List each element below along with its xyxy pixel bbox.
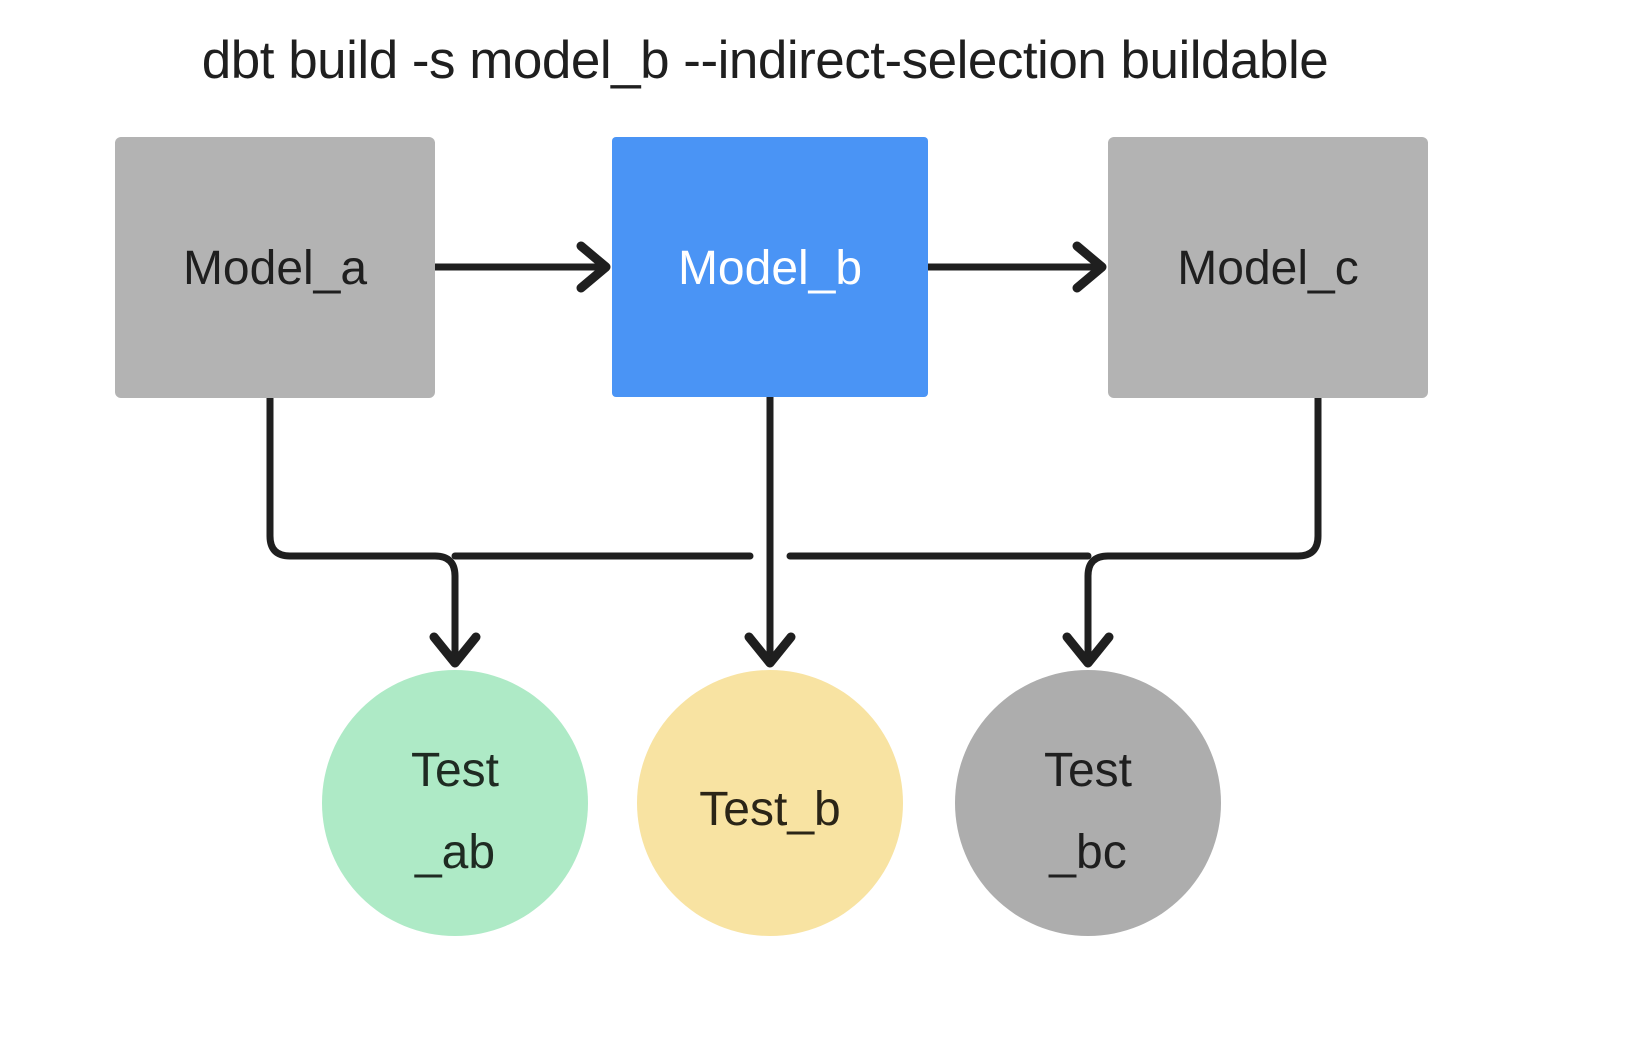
arrowhead-icon bbox=[1062, 632, 1114, 668]
edge-model-b-to-test-b bbox=[744, 393, 796, 668]
test-b-circle[interactable] bbox=[637, 670, 903, 936]
model-b-box[interactable] bbox=[612, 137, 928, 397]
node-model-b[interactable]: Model_b bbox=[612, 137, 928, 397]
test-ab-label-line1: Test bbox=[411, 744, 499, 797]
edge-model-b-to-model-c bbox=[924, 241, 1107, 293]
arrowhead-icon bbox=[744, 632, 796, 668]
model-a-label: Model_a bbox=[183, 242, 367, 295]
model-b-label: Model_b bbox=[678, 242, 862, 295]
test-ab-circle[interactable] bbox=[322, 670, 588, 936]
test-bc-circle[interactable] bbox=[955, 670, 1221, 936]
edge-model-c-to-test-bc bbox=[1062, 394, 1322, 668]
node-model-c[interactable]: Model_c bbox=[1108, 137, 1428, 398]
node-test-bc[interactable]: Test _bc bbox=[955, 670, 1221, 936]
node-test-ab[interactable]: Test _ab bbox=[322, 670, 588, 936]
edge-line bbox=[1084, 394, 1322, 660]
node-model-a[interactable]: Model_a bbox=[115, 137, 435, 398]
edge-line bbox=[266, 394, 459, 660]
model-a-box[interactable] bbox=[115, 137, 435, 398]
arrowhead-icon bbox=[576, 241, 611, 293]
node-test-b[interactable]: Test_b bbox=[637, 670, 903, 936]
arrowhead-icon bbox=[429, 632, 481, 668]
model-c-box[interactable] bbox=[1108, 137, 1428, 398]
model-c-label: Model_c bbox=[1177, 242, 1358, 295]
test-bc-label-line1: Test bbox=[1044, 744, 1132, 797]
test-b-label-line1: Test_b bbox=[699, 783, 840, 836]
diagram-title: dbt build -s model_b --indirect-selectio… bbox=[202, 31, 1328, 90]
edge-model-a-to-test-ab bbox=[266, 394, 481, 668]
edge-model-a-to-model-b bbox=[431, 241, 611, 293]
arrowhead-icon bbox=[1072, 241, 1107, 293]
test-ab-label-line2: _ab bbox=[414, 826, 495, 879]
test-bc-label-line2: _bc bbox=[1048, 826, 1126, 879]
